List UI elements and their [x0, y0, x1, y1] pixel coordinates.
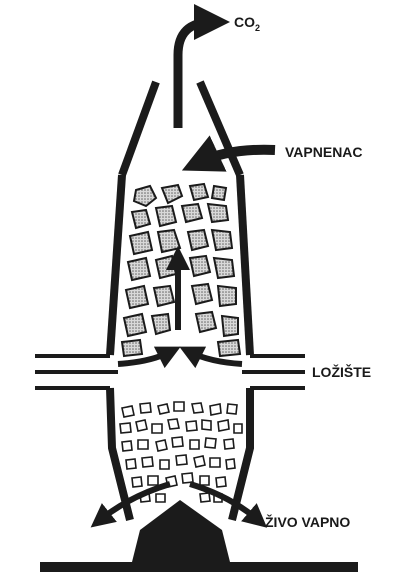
discharge-cone [132, 500, 230, 562]
co2-label: CO2 [234, 14, 260, 33]
shaft-right-wall-upper [240, 175, 250, 355]
quicklime-pieces [120, 402, 242, 502]
quicklime-label: ŽIVO VAPNO [265, 513, 350, 530]
base-slab [40, 562, 358, 572]
furnace-left-pipes [35, 356, 118, 388]
shaft-left-wall-upper [110, 175, 122, 355]
furnace-right-pipes [242, 356, 305, 388]
limestone-label: VAPNENAC [285, 144, 363, 160]
furnace-label: LOŽIŠTE [312, 363, 371, 380]
co2-exhaust-arrow [178, 22, 212, 128]
chimney-left-wall [122, 82, 156, 175]
